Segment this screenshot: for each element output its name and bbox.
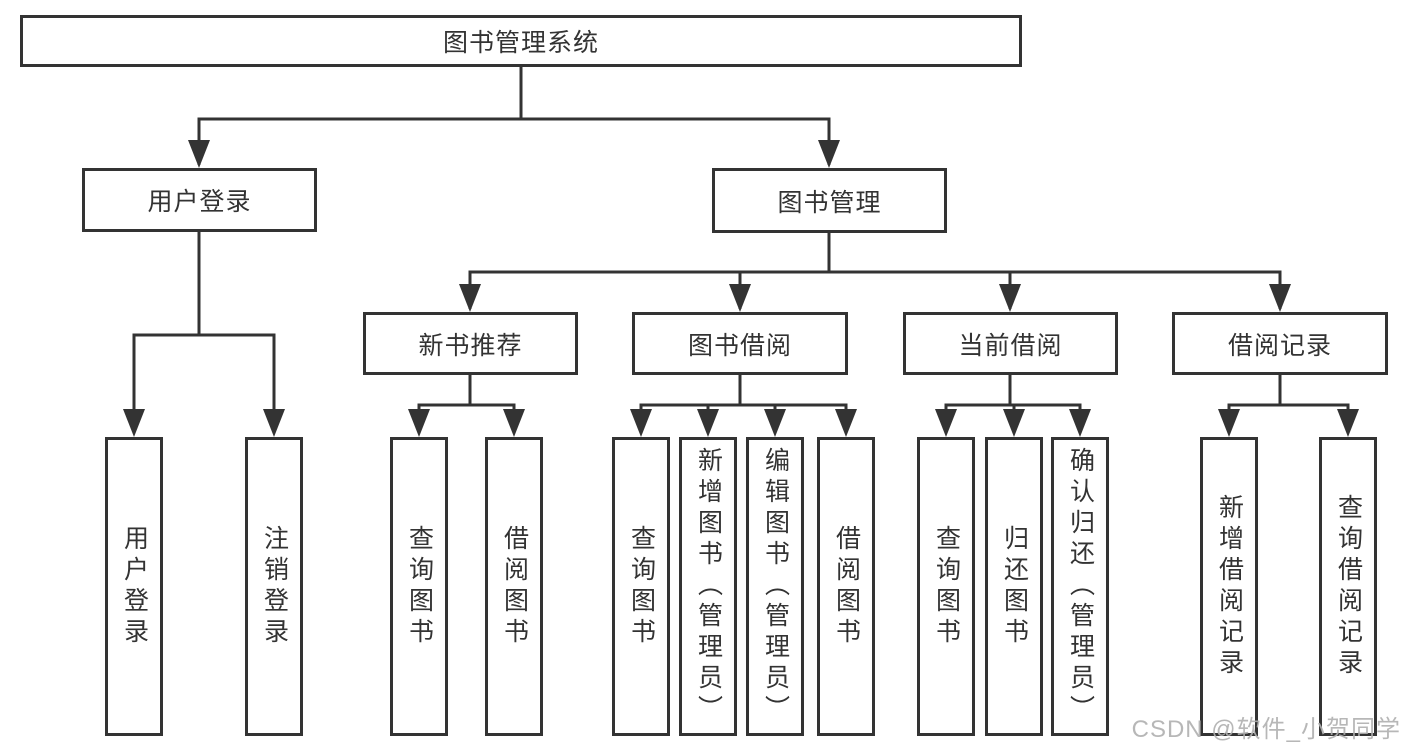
- node-label: 新书推荐: [418, 331, 523, 360]
- leaf-query-books-borrowing: 查询图书: [612, 437, 670, 736]
- node-label: 图书管理系统: [442, 29, 599, 57]
- node-label: 查询图书: [627, 524, 656, 649]
- node-label: 归还图书: [1000, 524, 1029, 649]
- node-book-borrowing: 图书借阅: [632, 312, 848, 375]
- node-label: 查询图书: [932, 524, 961, 649]
- node-user-login: 用户登录: [82, 168, 317, 232]
- leaf-add-borrow-record: 新增借阅记录: [1200, 437, 1258, 736]
- leaf-confirm-return-admin: 确认归还（管理员）: [1051, 437, 1109, 736]
- leaf-borrow-books-recommend: 借阅图书: [485, 437, 543, 736]
- csdn-watermark: CSDN @软件_小贺同学: [1131, 716, 1401, 743]
- node-label: 查询图书: [405, 524, 434, 649]
- node-borrowing-records: 借阅记录: [1172, 312, 1388, 375]
- leaf-borrow-books-borrowing: 借阅图书: [817, 437, 875, 736]
- leaf-edit-book-admin: 编辑图书（管理员）: [746, 437, 804, 736]
- leaf-logout: 注销登录: [245, 437, 303, 736]
- node-label: 用户登录: [120, 524, 149, 649]
- node-label: 图书借阅: [687, 331, 792, 360]
- node-label: 注销登录: [260, 524, 289, 649]
- leaf-return-book: 归还图书: [985, 437, 1043, 736]
- leaf-query-books-recommend: 查询图书: [390, 437, 448, 736]
- node-label: 借阅图书: [832, 524, 861, 649]
- leaf-user-login: 用户登录: [105, 437, 163, 736]
- node-label: 借阅图书: [500, 524, 529, 649]
- node-book-management: 图书管理: [712, 168, 947, 233]
- node-library-management-system: 图书管理系统: [20, 15, 1022, 67]
- node-label: 新增图书（管理员）: [694, 447, 723, 726]
- node-label: 用户登录: [147, 188, 252, 216]
- node-label: 确认归还（管理员）: [1066, 447, 1095, 726]
- node-label: 借阅记录: [1227, 331, 1332, 360]
- node-current-borrowing: 当前借阅: [903, 312, 1118, 375]
- leaf-query-borrow-record: 查询借阅记录: [1319, 437, 1377, 736]
- node-label: 图书管理: [777, 188, 882, 217]
- node-label: 查询借阅记录: [1334, 493, 1363, 680]
- leaf-query-books-current: 查询图书: [917, 437, 975, 736]
- node-label: 编辑图书（管理员）: [761, 447, 790, 726]
- node-new-book-recommendation: 新书推荐: [363, 312, 578, 375]
- node-label: 当前借阅: [958, 331, 1063, 360]
- node-label: 新增借阅记录: [1215, 493, 1244, 680]
- leaf-add-book-admin: 新增图书（管理员）: [679, 437, 737, 736]
